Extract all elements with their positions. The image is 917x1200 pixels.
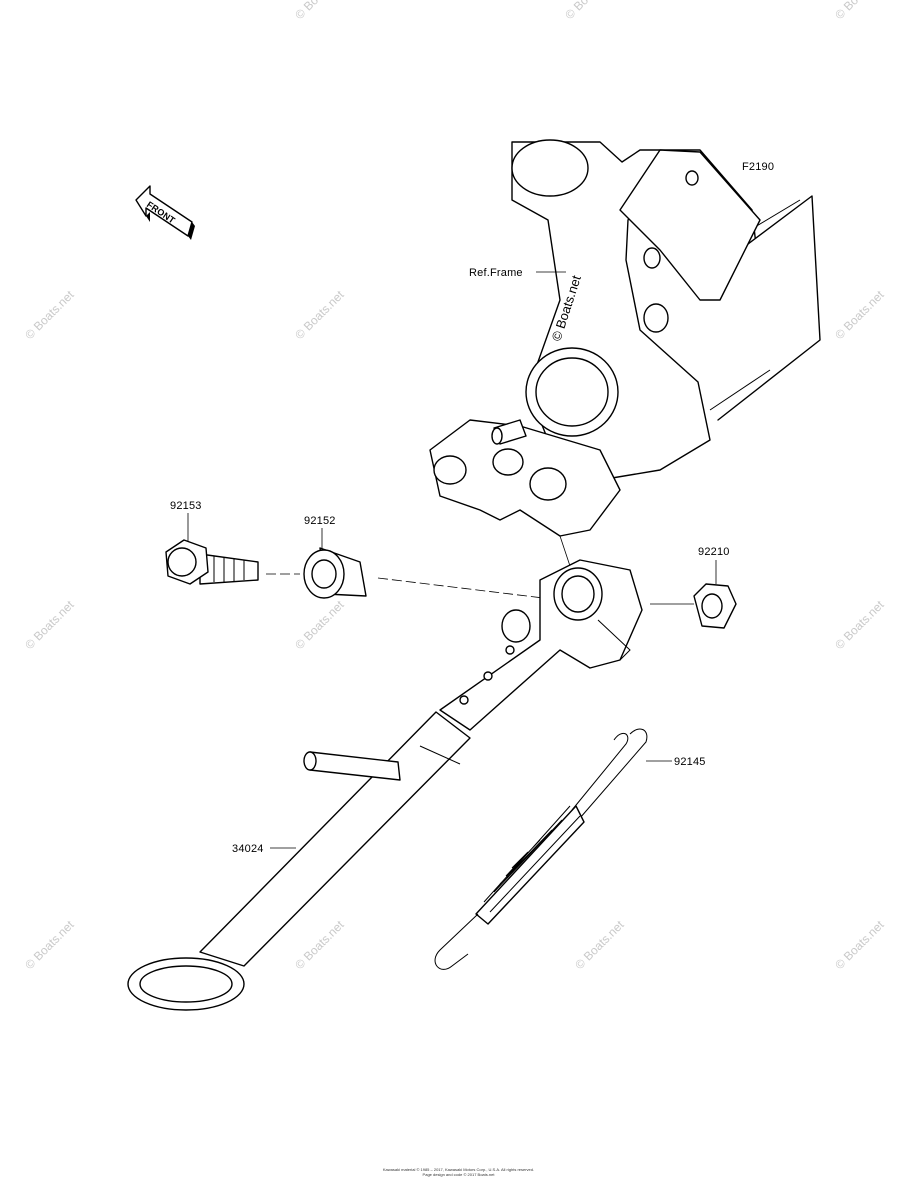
part-number-92152: 92152 bbox=[304, 515, 336, 527]
watermark: © Boats.net bbox=[562, 0, 617, 22]
watermark: © Boats.net bbox=[292, 917, 347, 972]
watermark: © Boats.net bbox=[292, 597, 347, 652]
watermark: © Boats.net bbox=[292, 287, 347, 342]
copyright-footer: Kawasaki material © 1985 – 2017, Kawasak… bbox=[0, 1167, 917, 1177]
watermark: © Boats.net bbox=[22, 917, 77, 972]
figure-reference: F2190 bbox=[742, 161, 774, 173]
watermark: © Boats.net bbox=[22, 597, 77, 652]
part-number-92210: 92210 bbox=[698, 546, 730, 558]
watermark: © Boats.net bbox=[832, 287, 887, 342]
part-number-92153: 92153 bbox=[170, 500, 202, 512]
collar-92152 bbox=[303, 547, 367, 599]
watermark: © Boats.net bbox=[292, 0, 347, 22]
watermark: © Boats.net bbox=[572, 917, 627, 972]
page-design-line: Page design and code © 2017 Boats.net bbox=[422, 1172, 495, 1177]
ref-frame-label: Ref.Frame bbox=[469, 267, 523, 279]
nut-92210 bbox=[693, 583, 737, 629]
watermark: © Boats.net bbox=[832, 0, 887, 22]
bolt-92153 bbox=[165, 539, 259, 585]
spring-92145 bbox=[434, 728, 648, 970]
ref-frame-callout: Ref.Frame bbox=[469, 267, 566, 279]
front-arrow-icon: FRONT bbox=[135, 185, 195, 240]
watermark: © Boats.net bbox=[22, 287, 77, 342]
part-number-34024: 34024 bbox=[232, 843, 264, 855]
frame-reference-drawing bbox=[429, 139, 821, 537]
copyright-line: Kawasaki material © 1985 – 2017, Kawasak… bbox=[382, 1167, 535, 1172]
watermark: © Boats.net bbox=[832, 917, 887, 972]
side-stand-34024 bbox=[127, 559, 643, 1011]
watermark: © Boats.net bbox=[832, 597, 887, 652]
part-number-92145: 92145 bbox=[674, 756, 706, 768]
